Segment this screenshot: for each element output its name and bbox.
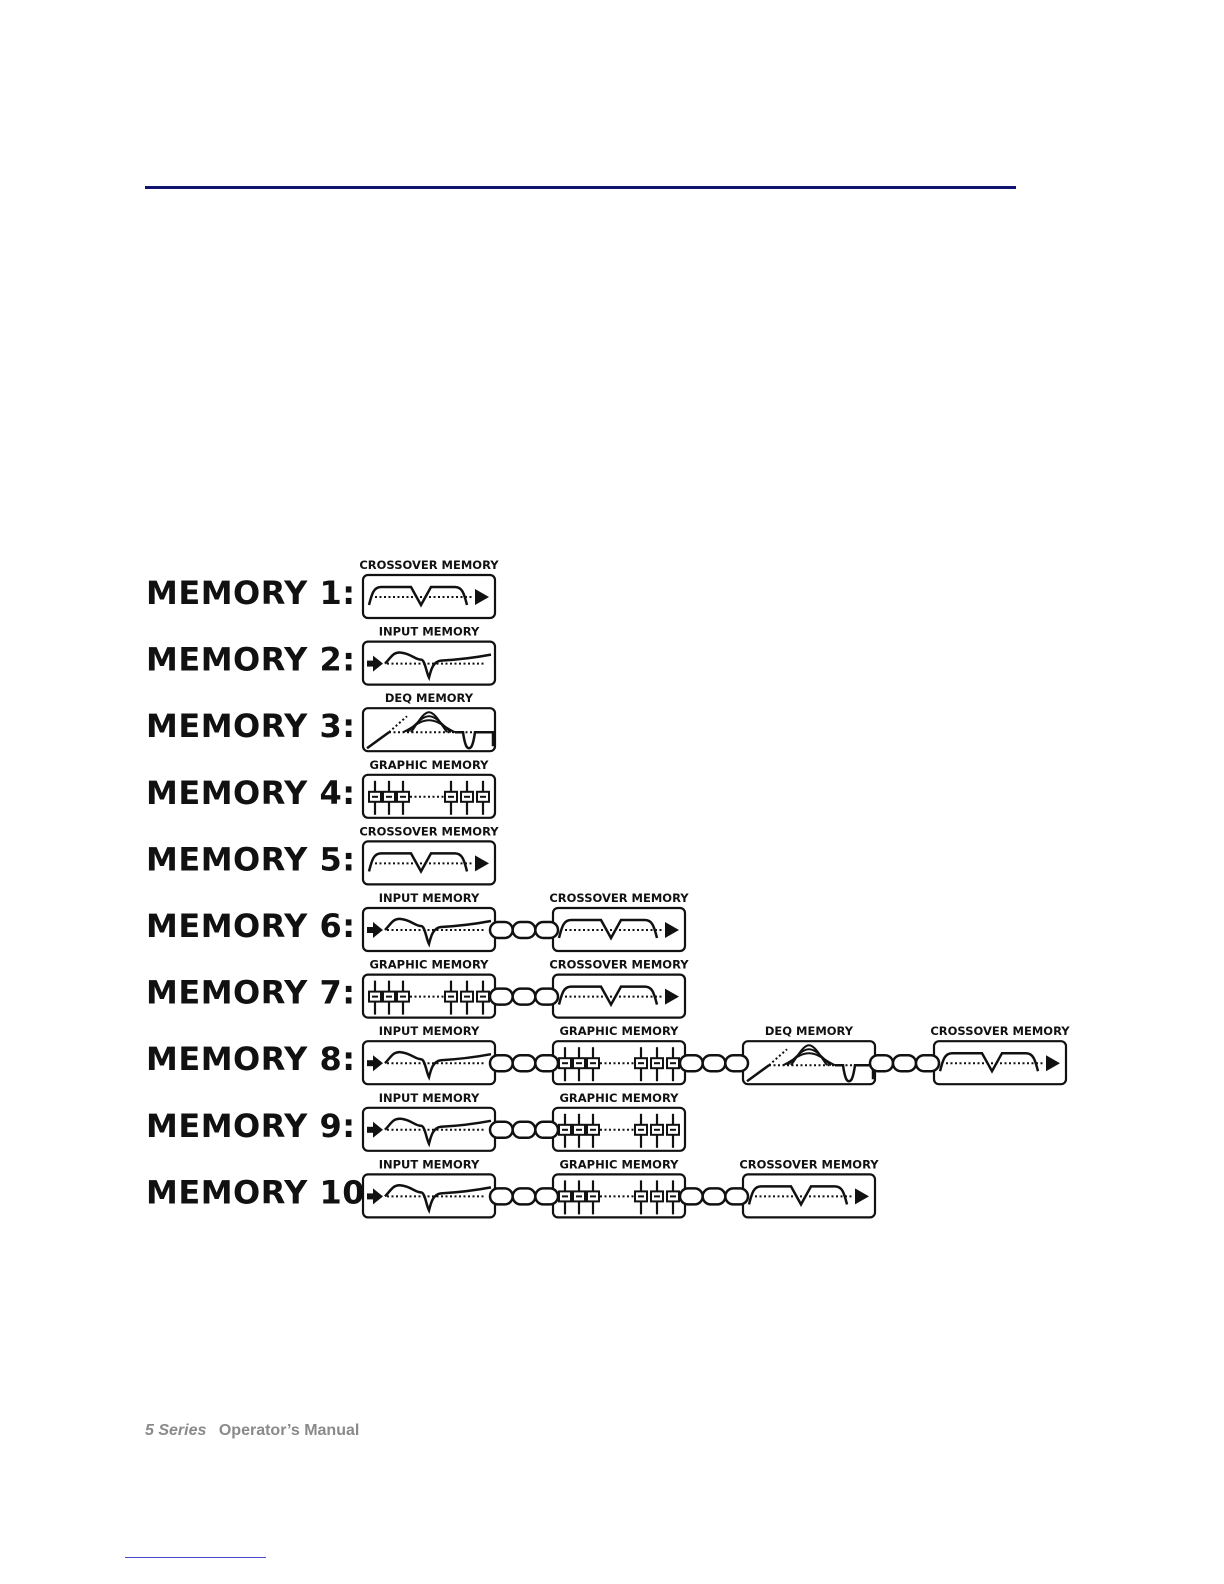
memory-label: MEMORY 7: [146, 974, 356, 1012]
graphic-memory-block: GRAPHIC MEMORY [551, 1024, 687, 1086]
page-footer: 5 Series Operator’s Manual [145, 1422, 359, 1440]
memory-label: MEMORY 8: [146, 1040, 356, 1078]
crossover-curve-icon [747, 1185, 849, 1207]
footer-link-rule [125, 1557, 266, 1558]
memory-label: MEMORY 10: [146, 1173, 378, 1211]
chain-link-icon [678, 1187, 750, 1206]
block-frame [741, 1040, 877, 1086]
memory-label: MEMORY 9: [146, 1107, 356, 1145]
deq-memory-block: DEQ MEMORY [741, 1024, 877, 1086]
crossover-memory-block: CROSSOVER MEMORY [739, 1157, 879, 1219]
memory-row: MEMORY 2: INPUT MEMORY [146, 625, 497, 686]
signal-arrow-icon [665, 988, 679, 1005]
footer-series: 5 Series [145, 1422, 207, 1439]
deq-curve-icon [455, 730, 495, 750]
crossover-memory-block: CROSSOVER MEMORY [359, 824, 499, 886]
chain-link-icon [488, 920, 560, 940]
signal-arrow-icon [475, 855, 489, 872]
input-memory-block: INPUT MEMORY [361, 1091, 497, 1152]
input-eq-curve-icon [384, 1117, 492, 1148]
block-title: CROSSOVER MEMORY [739, 1157, 879, 1171]
block-title: INPUT MEMORY [379, 1091, 480, 1105]
input-eq-curve-icon [384, 651, 492, 682]
crossover-curve-icon [367, 852, 469, 874]
chain-link-icon [488, 1187, 560, 1206]
graphic-memory-block: GRAPHIC MEMORY [361, 758, 497, 819]
memory-row: MEMORY 5:CROSSOVER MEMORY [146, 824, 499, 886]
signal-arrow-icon [665, 922, 679, 938]
signal-in-arrow-icon [373, 922, 383, 938]
signal-in-arrow-icon [373, 655, 383, 672]
memory-row: MEMORY 4: GRAPHIC MEMORY [146, 758, 497, 819]
deq-curve-icon [835, 1063, 875, 1083]
input-memory-block: INPUT MEMORY [361, 1024, 497, 1086]
block-title: INPUT MEMORY [379, 891, 480, 905]
crossover-memory-block: CROSSOVER MEMORY [359, 558, 499, 620]
block-title: GRAPHIC MEMORY [559, 1091, 679, 1105]
memory-label: MEMORY 1: [146, 574, 356, 612]
signal-arrow-icon [475, 589, 489, 605]
crossover-curve-icon [557, 918, 659, 941]
chain-link-icon [488, 987, 560, 1006]
crossover-curve-icon [938, 1051, 1040, 1074]
crossover-memory-block: CROSSOVER MEMORY [549, 891, 689, 953]
signal-arrow-icon [855, 1188, 869, 1205]
block-title: CROSSOVER MEMORY [930, 1024, 1070, 1038]
memory-row: MEMORY 1:CROSSOVER MEMORY [146, 558, 499, 620]
footer-manual-title: Operator’s Manual [218, 1422, 360, 1439]
header-rule [145, 186, 1016, 189]
block-title: CROSSOVER MEMORY [359, 558, 499, 572]
graphic-memory-block: GRAPHIC MEMORY [551, 1091, 687, 1152]
block-title: INPUT MEMORY [379, 1024, 480, 1038]
memory-row: MEMORY 10:INPUT MEMORY GRAPHIC MEMORY CROS… [146, 1157, 879, 1219]
signal-in-arrow-icon [373, 1055, 383, 1072]
block-title: CROSSOVER MEMORY [359, 824, 499, 838]
signal-in-arrow-icon [373, 1188, 383, 1205]
block-title: CROSSOVER MEMORY [549, 891, 689, 905]
deq-memory-block: DEQ MEMORY [361, 691, 497, 753]
graphic-memory-block: GRAPHIC MEMORY [551, 1157, 687, 1219]
block-title: INPUT MEMORY [379, 1157, 480, 1171]
memory-label: MEMORY 2: [146, 641, 356, 679]
input-eq-curve-icon [384, 1050, 492, 1081]
chain-link-icon [488, 1053, 560, 1073]
memory-row: MEMORY 8: INPUT MEMORY GRAPHIC MEMORY DEQ M… [146, 1024, 1070, 1086]
memory-label: MEMORY 3: [146, 707, 356, 745]
block-title: CROSSOVER MEMORY [549, 958, 689, 972]
block-title: GRAPHIC MEMORY [559, 1157, 679, 1171]
graphic-memory-block: GRAPHIC MEMORY [361, 958, 497, 1019]
block-title: DEQ MEMORY [385, 691, 474, 705]
memory-row: MEMORY 9: INPUT MEMORY GRAPHIC MEMORY [146, 1091, 687, 1152]
input-memory-block: INPUT MEMORY [361, 1157, 497, 1219]
memory-row: MEMORY 3: DEQ MEMORY [146, 691, 497, 753]
block-frame [361, 707, 497, 753]
input-eq-curve-icon [384, 1184, 492, 1214]
crossover-curve-icon [557, 985, 659, 1008]
chain-link-icon [488, 1120, 560, 1140]
input-memory-block: INPUT MEMORY [361, 625, 497, 686]
memory-row: MEMORY 6: INPUT MEMORY CROSSOVER MEMORY [146, 891, 689, 953]
block-title: GRAPHIC MEMORY [369, 758, 489, 772]
memory-label: MEMORY 5: [146, 840, 356, 878]
crossover-memory-block: CROSSOVER MEMORY [930, 1024, 1070, 1086]
block-title: GRAPHIC MEMORY [369, 958, 489, 972]
block-title: GRAPHIC MEMORY [559, 1024, 679, 1038]
signal-arrow-icon [1046, 1055, 1060, 1072]
input-memory-block: INPUT MEMORY [361, 891, 497, 953]
memory-label: MEMORY 4: [146, 774, 356, 812]
memory-row: MEMORY 7: GRAPHIC MEMORY CROSSOVER MEMORY [146, 958, 689, 1019]
signal-in-arrow-icon [373, 1121, 383, 1138]
chain-link-icon [868, 1053, 941, 1073]
memory-label: MEMORY 6: [146, 907, 356, 945]
chain-link-icon [678, 1053, 750, 1073]
input-eq-curve-icon [384, 917, 492, 948]
crossover-memory-block: CROSSOVER MEMORY [549, 958, 689, 1019]
block-title: INPUT MEMORY [379, 625, 480, 639]
block-title: DEQ MEMORY [765, 1024, 854, 1038]
crossover-curve-icon [367, 585, 469, 608]
